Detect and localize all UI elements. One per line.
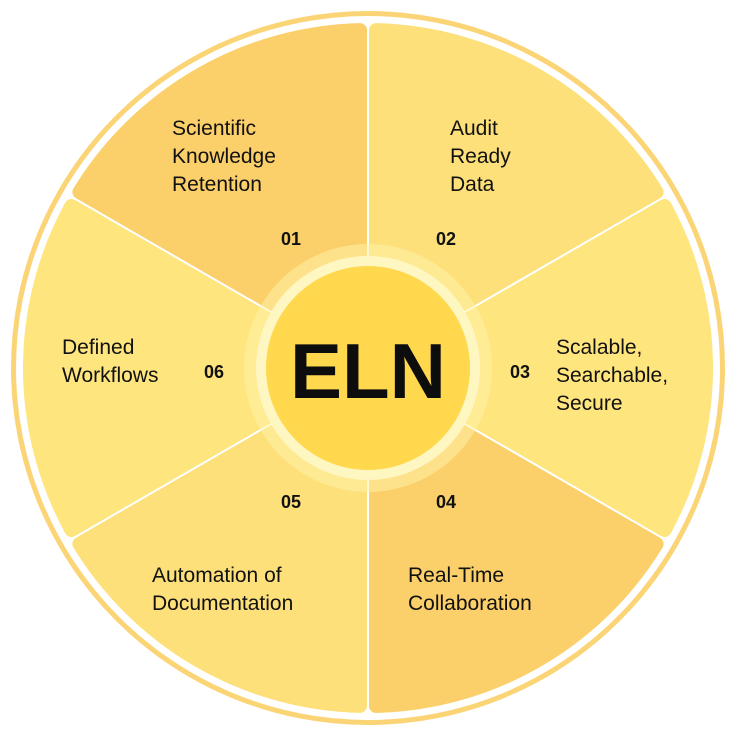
segment-label-line: Searchable, <box>556 364 668 387</box>
segment-number-06: 06 <box>204 362 224 382</box>
segment-label-line: Real-Time <box>408 564 504 587</box>
segment-label-line: Workflows <box>62 364 158 387</box>
segment-label-line: Documentation <box>152 592 293 615</box>
center-label: ELN <box>290 327 446 415</box>
segment-label-line: Secure <box>556 392 623 415</box>
segment-number-02: 02 <box>436 229 456 249</box>
segment-label-line: Defined <box>62 336 134 359</box>
segment-number-05: 05 <box>281 492 301 512</box>
segment-label-line: Knowledge <box>172 145 276 168</box>
segment-label-line: Data <box>450 173 495 196</box>
segment-label-line: Scientific <box>172 117 256 140</box>
segment-label-05: Automation of Documentation <box>152 564 293 615</box>
center-circle <box>266 266 470 470</box>
segment-label-line: Retention <box>172 173 262 196</box>
segment-label-line: Scalable, <box>556 336 642 359</box>
segment-label-03: Scalable, Searchable, Secure <box>556 336 668 415</box>
segment-number-03: 03 <box>510 362 530 382</box>
segment-number-01: 01 <box>281 229 301 249</box>
segment-label-line: Audit <box>450 117 498 140</box>
segment-label-line: Collaboration <box>408 592 532 615</box>
segment-label-line: Automation of <box>152 564 282 587</box>
segment-number-04: 04 <box>436 492 456 512</box>
segment-label-line: Ready <box>450 145 511 168</box>
